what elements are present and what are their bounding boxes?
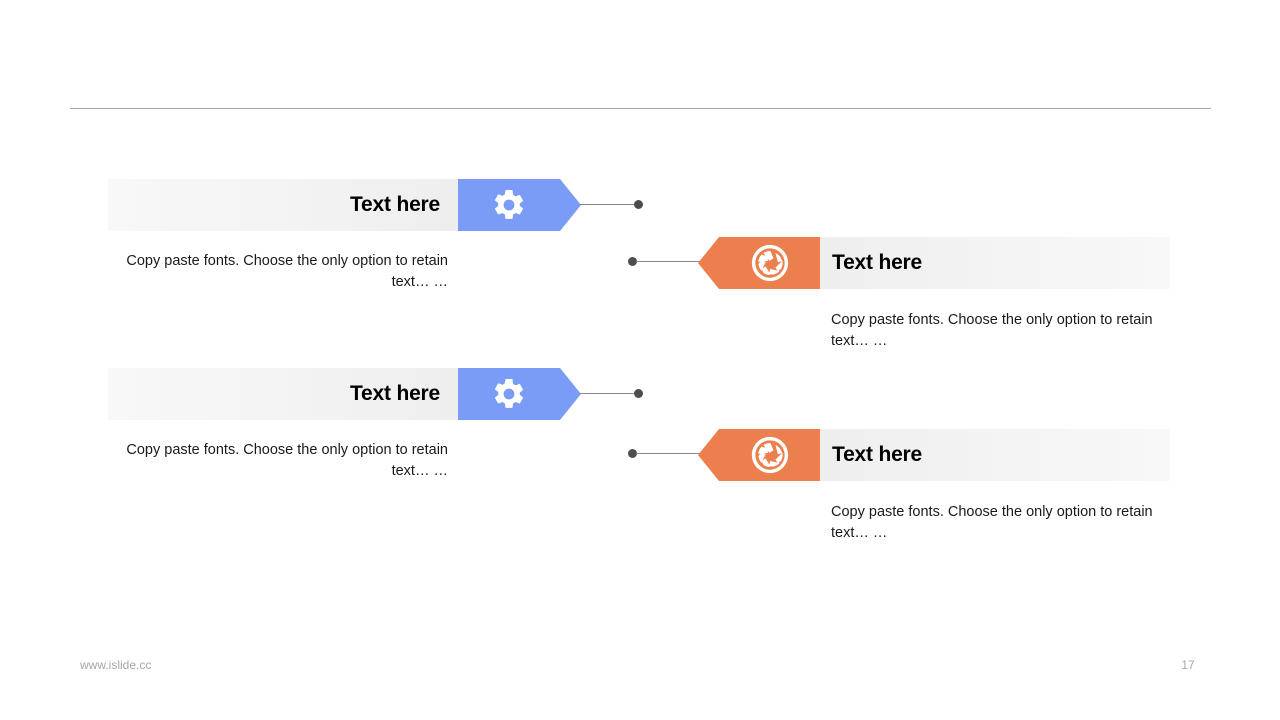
item-4-icon-chip[interactable] xyxy=(698,429,821,481)
page-number: 17 xyxy=(1181,658,1195,672)
item-2-body-text: Copy paste fonts. Choose the only option… xyxy=(831,312,1153,349)
header-divider-rule xyxy=(70,108,1211,109)
item-3-connector-line xyxy=(580,393,636,394)
item-2-heading: Text here xyxy=(832,251,923,274)
item-2-connector xyxy=(628,257,703,266)
item-2-title-band[interactable]: Text here xyxy=(820,237,1170,289)
item-2-icon-chip[interactable] xyxy=(698,237,821,289)
item-1-connector xyxy=(580,200,643,209)
item-4-heading: Text here xyxy=(832,443,923,466)
item-2-chip-pointer xyxy=(698,237,719,289)
item-1-title-band[interactable]: Text here xyxy=(108,179,458,231)
item-3-connector-dot xyxy=(634,389,643,398)
item-2-connector-line xyxy=(636,261,700,262)
item-4-connector-dot xyxy=(628,449,637,458)
item-1-heading: Text here xyxy=(349,193,440,216)
aperture-icon xyxy=(719,237,821,289)
item-4-title-band[interactable]: Text here xyxy=(820,429,1170,481)
item-2-connector-dot xyxy=(628,257,637,266)
item-4-connector-line xyxy=(636,453,700,454)
item-1-connector-dot xyxy=(634,200,643,209)
item-3-body-text: Copy paste fonts. Choose the only option… xyxy=(126,442,448,479)
gear-icon xyxy=(458,179,560,231)
item-3-chip-pointer xyxy=(560,368,581,420)
item-3-connector xyxy=(580,389,643,398)
item-4-body-text: Copy paste fonts. Choose the only option… xyxy=(831,504,1153,541)
footer-url[interactable]: www.islide.cc xyxy=(80,658,152,672)
item-1-connector-line xyxy=(580,204,636,205)
item-3-icon-chip[interactable] xyxy=(458,368,581,420)
item-3-heading: Text here xyxy=(349,382,440,405)
item-1-icon-chip[interactable] xyxy=(458,179,581,231)
gear-icon xyxy=(458,368,560,420)
item-4-chip-pointer xyxy=(698,429,719,481)
item-3-title-band[interactable]: Text here xyxy=(108,368,458,420)
item-1-body-text: Copy paste fonts. Choose the only option… xyxy=(126,253,448,290)
item-4-connector xyxy=(628,449,703,458)
item-1-chip-pointer xyxy=(560,179,581,231)
aperture-icon xyxy=(719,429,821,481)
